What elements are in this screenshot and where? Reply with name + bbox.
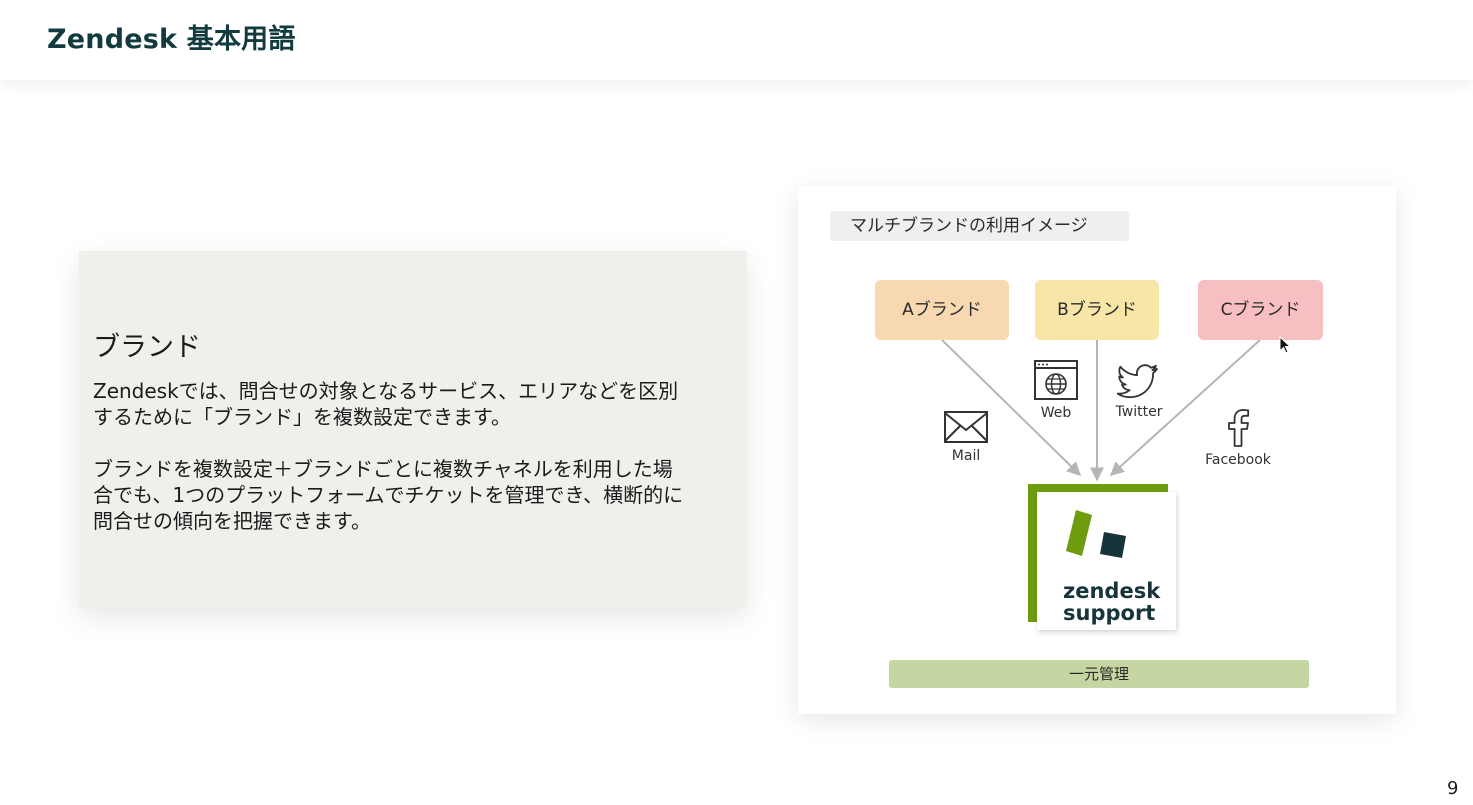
zendesk-support-logo-card: zendesk support [1037, 492, 1176, 630]
zendesk-support-wordmark: zendesk support [1063, 580, 1160, 624]
wordmark-line: zendesk [1063, 579, 1161, 603]
multibrand-diagram: マルチブランドの利用イメージ Aブランド Bブランド Cブランド Mail [798, 186, 1396, 714]
paragraph-line: ブランドを複数設定＋ブランドごとに複数チャネルを利用した場 [93, 457, 673, 481]
paragraph-line: Zendeskでは、問合せの対象となるサービス、エリアなどを区別 [93, 379, 679, 403]
paragraph-line: 問合せの傾向を把握できます。 [93, 509, 371, 533]
description-paragraph-1: Zendeskでは、問合せの対象となるサービス、エリアなどを区別 するために「ブ… [93, 378, 733, 430]
wordmark-line: support [1063, 601, 1156, 625]
web-icon [1034, 360, 1078, 400]
description-paragraph-2: ブランドを複数設定＋ブランドごとに複数チャネルを利用した場 合でも、1つのプラッ… [93, 456, 733, 534]
diagram-title: マルチブランドの利用イメージ [830, 211, 1129, 241]
channel-label: Mail [951, 448, 981, 464]
channel-label: Twitter [1115, 404, 1163, 420]
arrow-a-to-support [941, 339, 1082, 476]
facebook-icon [1228, 409, 1250, 447]
flow-arrows [941, 339, 1261, 482]
brand-description-card: ブランド Zendeskでは、問合せの対象となるサービス、エリアなどを区別 する… [79, 251, 747, 607]
mouse-cursor-icon [1279, 336, 1291, 354]
slide-header: Zendesk 基本用語 [0, 0, 1473, 80]
brand-a-box: Aブランド [875, 280, 1009, 340]
slide-title: Zendesk 基本用語 [47, 24, 296, 55]
unified-management-bar: 一元管理 [889, 660, 1309, 688]
paragraph-line: するために「ブランド」を複数設定できます。 [93, 405, 511, 429]
page-number: 9 [1447, 778, 1459, 799]
brand-b-box: Bブランド [1035, 280, 1159, 340]
channel-facebook: Facebook [1200, 408, 1276, 468]
zendesk-logo-icon [1066, 510, 1126, 558]
channel-twitter: Twitter [1104, 362, 1174, 420]
zendesk-support-frame [1028, 484, 1168, 622]
section-heading: ブランド [93, 332, 201, 363]
channel-label: Facebook [1205, 452, 1271, 468]
brand-c-box: Cブランド [1198, 280, 1323, 340]
mail-icon [944, 411, 988, 443]
channel-web: Web [1028, 359, 1084, 421]
paragraph-line: 合でも、1つのプラットフォームでチケットを管理でき、横断的に [93, 483, 684, 507]
channel-mail: Mail [938, 410, 994, 464]
twitter-icon [1117, 364, 1158, 399]
arrow-c-to-support [1109, 339, 1261, 476]
channel-label: Web [1040, 405, 1072, 421]
